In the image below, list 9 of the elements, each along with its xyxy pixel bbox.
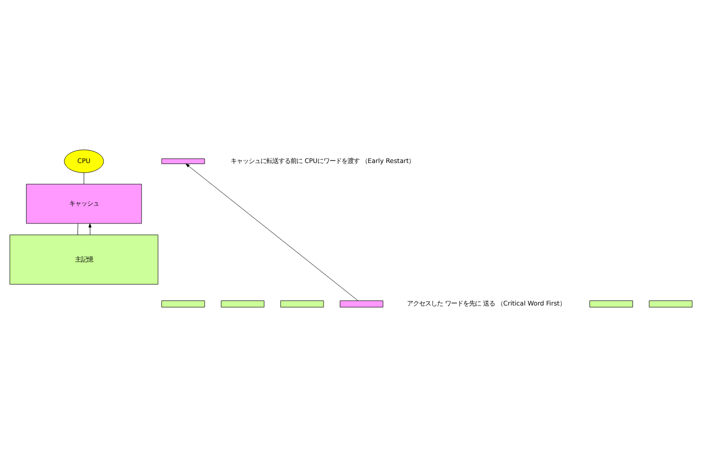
node-bar (161, 158, 205, 164)
node-bar (648, 300, 692, 307)
node-bar (220, 300, 264, 307)
node-bar (340, 300, 384, 307)
node-bar (161, 300, 205, 307)
arrow (88, 222, 92, 235)
node-bar (589, 300, 633, 307)
arrow (186, 163, 358, 300)
node-bar (280, 300, 324, 307)
